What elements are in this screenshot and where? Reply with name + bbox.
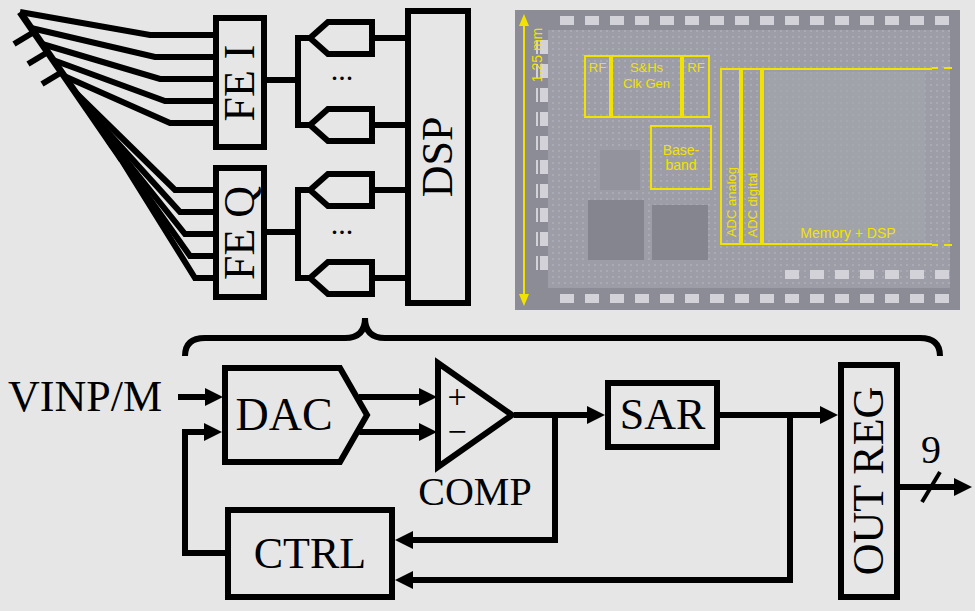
chip-region: ADC digital <box>741 68 762 245</box>
signal-arrow <box>185 423 225 553</box>
block-label: DAC <box>235 392 332 438</box>
chip-photo <box>515 10 960 310</box>
block-label: RF <box>589 61 606 74</box>
block-label: Memory + DSP <box>800 226 895 240</box>
comparator: COMP+− <box>435 360 515 470</box>
block-label: RF <box>687 61 704 74</box>
arrowhead <box>395 571 413 589</box>
wire <box>359 394 423 400</box>
scale-arrow <box>519 14 952 306</box>
block-label: FE I <box>218 44 262 121</box>
signal-arrow <box>359 388 437 406</box>
dac-block: DAC <box>222 365 370 465</box>
sar-box: SAR <box>605 380 720 450</box>
arrowhead <box>820 406 838 424</box>
signal-name: VINP/M <box>8 375 162 419</box>
arrowhead <box>204 423 222 441</box>
dimension-label: 1.25 mm <box>530 28 544 82</box>
outline <box>438 363 512 467</box>
dsp-box: DSP <box>405 8 471 306</box>
output-register: OUT REG <box>838 362 900 600</box>
ellipsis-mark: ... <box>331 55 354 85</box>
antenna-feed-lines <box>14 12 213 278</box>
block-label: + <box>447 380 466 414</box>
block-label: CTRL <box>254 532 366 576</box>
chip-region: Memory + DSP <box>762 68 932 245</box>
outline <box>225 368 367 462</box>
wire <box>359 429 423 435</box>
block-label: SAR <box>620 393 706 437</box>
front-end-box: FE Q <box>213 165 267 300</box>
adc-array <box>267 22 405 294</box>
block-label: Clk Gen <box>623 77 670 90</box>
bus-width: 9 <box>921 430 941 470</box>
block-label: DSP <box>416 117 460 198</box>
block-label: ADC digital <box>745 172 758 237</box>
signal-arrow <box>359 423 437 441</box>
block-label: − <box>447 415 466 449</box>
signal-arrow <box>395 415 790 589</box>
chip-region: ADC analog <box>720 68 741 245</box>
block-label: FE Q <box>218 185 262 279</box>
comparator-outline <box>435 360 515 470</box>
wire <box>409 415 790 580</box>
block-label: COMP <box>418 472 531 512</box>
ellipsis-mark: ... <box>331 209 354 239</box>
block-label: Base-band <box>654 142 708 173</box>
arrowhead <box>587 406 605 424</box>
chip-region: S&HsClk Gen <box>611 55 682 118</box>
block-label: ADC analog <box>724 167 737 237</box>
chip-region: Base-band <box>650 125 712 190</box>
adc-brace <box>185 318 940 356</box>
arrowhead <box>419 423 437 441</box>
wire <box>185 432 225 553</box>
block-label: S&Hs <box>630 61 663 74</box>
arrowhead <box>419 388 437 406</box>
block-label: OUT REG <box>847 387 891 576</box>
signal-arrow <box>395 415 555 549</box>
control-box: CTRL <box>225 507 395 600</box>
front-end-box: FE I <box>213 15 267 150</box>
chip-region: RF <box>682 55 710 118</box>
arrowhead <box>395 531 413 549</box>
chip-region: RF <box>584 55 611 118</box>
